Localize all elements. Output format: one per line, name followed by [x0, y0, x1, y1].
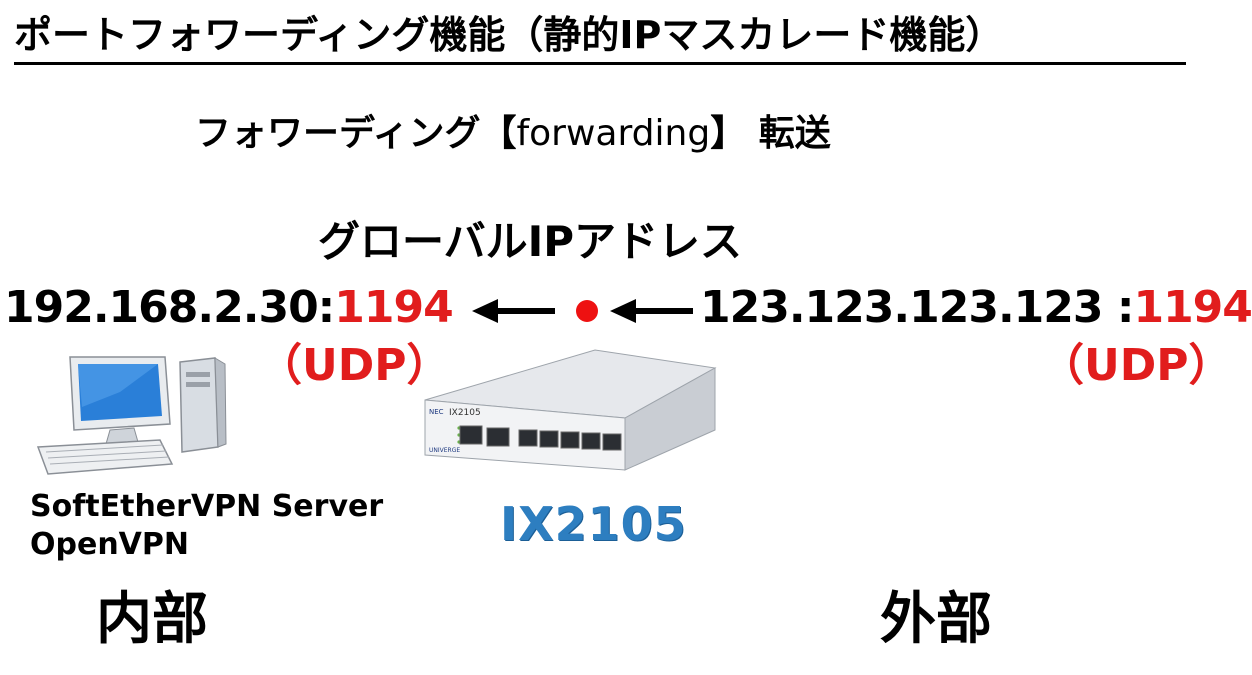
internal-port: 1194 — [334, 282, 453, 333]
subtitle-jp-suffix: 】 転送 — [710, 113, 831, 154]
internal-address: 192.168.2.30:1194 — [4, 278, 454, 338]
desktop-pc-icon — [36, 356, 227, 475]
external-address: 123.123.123.123 :1194 — [700, 278, 1252, 338]
global-ip-label: グローバルIPアドレス — [318, 217, 742, 266]
internal-protocol: （UDP） — [258, 340, 451, 391]
router-device-icon: NEC IX2105 UNIVERGE — [424, 349, 717, 471]
external-zone-label: 外部 — [880, 587, 992, 652]
internal-ip: 192.168.2.30: — [4, 282, 335, 333]
internal-zone-label: 内部 — [96, 587, 208, 652]
service-list: SoftEtherVPN Server OpenVPN — [30, 488, 383, 564]
subtitle-jp-prefix: フォワーディング【 — [195, 113, 517, 154]
external-port: 1194 — [1133, 282, 1252, 333]
page-title: ポートフォワーディング機能（静的IPマスカレード機能） — [14, 13, 1004, 57]
router-brand: NEC — [429, 408, 444, 416]
left-arrow-icon — [472, 299, 555, 323]
left-arrow-icon — [610, 299, 693, 323]
external-ip: 123.123.123.123 : — [700, 282, 1134, 333]
subtitle: フォワーディング【forwarding】 転送 — [195, 110, 831, 158]
service-openvpn: OpenVPN — [30, 527, 189, 562]
nat-point-icon — [576, 300, 598, 322]
subtitle-en: forwarding — [516, 113, 711, 154]
router-model-label: IX2105 — [500, 497, 687, 551]
external-protocol: （UDP） — [1040, 340, 1233, 391]
router-series: UNIVERGE — [429, 447, 460, 454]
title-underline — [14, 62, 1186, 65]
router-face-label: IX2105 — [449, 408, 481, 418]
service-softether: SoftEtherVPN Server — [30, 489, 384, 524]
